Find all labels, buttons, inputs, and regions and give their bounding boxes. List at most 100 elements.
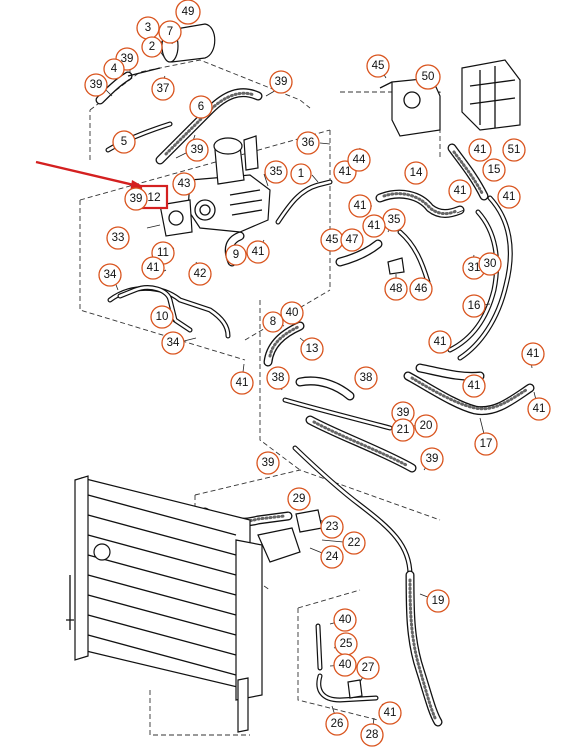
svg-text:30: 30 [484, 258, 497, 270]
callout-43: 43 [172, 172, 196, 196]
callout-44: 44 [347, 148, 371, 172]
callout-41: 41 [230, 371, 254, 395]
callout-39: 39 [124, 187, 148, 211]
callout-41: 41 [468, 138, 492, 162]
svg-text:5: 5 [121, 136, 127, 148]
svg-text:19: 19 [432, 595, 445, 607]
svg-text:41: 41 [533, 403, 546, 415]
callout-5: 5 [112, 130, 136, 154]
svg-text:3: 3 [145, 22, 151, 34]
svg-text:41: 41 [252, 246, 265, 258]
svg-text:36: 36 [302, 137, 315, 149]
svg-text:39: 39 [397, 407, 410, 419]
svg-text:20: 20 [420, 420, 433, 432]
callout-1: 1 [290, 163, 312, 185]
hose-25-26 [315, 623, 379, 703]
svg-text:51: 51 [508, 144, 521, 156]
hose-15 [447, 143, 489, 201]
svg-text:13: 13 [306, 343, 319, 355]
svg-text:40: 40 [339, 659, 352, 671]
svg-text:40: 40 [339, 614, 352, 626]
callout-3: 3 [136, 16, 160, 40]
svg-text:50: 50 [422, 71, 435, 83]
highlight-arrow [35, 160, 146, 192]
callout-6: 6 [189, 95, 213, 119]
callout-39: 39 [391, 401, 415, 425]
thermostat-housing [159, 135, 271, 237]
callout-21: 21 [391, 418, 415, 442]
pipe-10 [107, 285, 231, 339]
svg-text:41: 41 [339, 166, 352, 178]
hose-13 [263, 321, 305, 367]
svg-text:48: 48 [390, 283, 403, 295]
svg-text:49: 49 [182, 6, 195, 18]
svg-text:42: 42 [194, 268, 207, 280]
svg-text:16: 16 [468, 300, 481, 312]
callout-25: 25 [334, 632, 358, 656]
svg-text:38: 38 [272, 372, 285, 384]
callout-10: 10 [150, 305, 174, 329]
svg-text:38: 38 [360, 372, 373, 384]
hose-4 [95, 67, 161, 105]
callout-9: 9 [225, 244, 247, 266]
callout-41: 41 [362, 214, 386, 238]
callout-39: 39 [256, 451, 280, 475]
svg-text:41: 41 [503, 191, 516, 203]
callout-16: 16 [462, 294, 486, 318]
callout-39: 39 [269, 70, 293, 94]
callout-14: 14 [404, 161, 428, 185]
callout-45: 45 [366, 54, 390, 78]
callout-35: 35 [264, 160, 288, 184]
svg-text:41: 41 [147, 262, 160, 274]
svg-text:41: 41 [354, 200, 367, 212]
callout-39: 39 [84, 73, 108, 97]
callout-24: 24 [320, 545, 344, 569]
callout-51: 51 [502, 138, 526, 162]
callout-23: 23 [320, 515, 344, 539]
svg-text:39: 39 [90, 79, 103, 91]
svg-text:23: 23 [326, 521, 339, 533]
callout-39: 39 [420, 447, 444, 471]
svg-text:34: 34 [104, 269, 117, 281]
svg-text:45: 45 [372, 60, 385, 72]
callout-41: 41 [141, 256, 165, 280]
svg-text:33: 33 [112, 232, 125, 244]
svg-text:41: 41 [474, 144, 487, 156]
callout-33: 33 [106, 226, 130, 250]
svg-text:39: 39 [191, 144, 204, 156]
svg-text:24: 24 [326, 551, 339, 563]
hose-46-47 [335, 229, 431, 285]
svg-text:14: 14 [410, 167, 423, 179]
callout-15: 15 [482, 158, 506, 182]
callout-47: 47 [340, 228, 364, 252]
svg-text:41: 41 [384, 707, 397, 719]
callout-41: 41 [378, 701, 402, 725]
svg-text:39: 39 [426, 453, 439, 465]
svg-text:28: 28 [366, 729, 379, 741]
callout-41: 41 [462, 374, 486, 398]
svg-text:31: 31 [468, 262, 481, 274]
callout-45: 45 [320, 228, 344, 252]
callout-35: 35 [382, 208, 406, 232]
callout-41: 41 [348, 194, 372, 218]
svg-text:27: 27 [362, 662, 375, 674]
svg-text:46: 46 [415, 283, 428, 295]
svg-text:29: 29 [293, 493, 306, 505]
callout-labels: 3 7 49 2 39 4 39 37 5 6 39 39 43 39 33 1… [84, 0, 551, 747]
pipe-19 [292, 445, 443, 727]
svg-text:39: 39 [262, 457, 275, 469]
svg-text:39: 39 [275, 76, 288, 88]
svg-text:44: 44 [353, 154, 366, 166]
svg-text:17: 17 [480, 438, 493, 450]
callout-27: 27 [356, 656, 380, 680]
callout-41: 41 [497, 185, 521, 209]
callout-22: 22 [342, 531, 366, 555]
callout-26: 26 [325, 712, 349, 736]
svg-text:43: 43 [178, 178, 191, 190]
svg-text:15: 15 [488, 164, 501, 176]
callout-42: 42 [188, 262, 212, 286]
callout-50: 50 [415, 64, 441, 90]
callout-19: 19 [426, 589, 450, 613]
svg-text:34: 34 [167, 337, 180, 349]
svg-text:39: 39 [121, 53, 134, 65]
